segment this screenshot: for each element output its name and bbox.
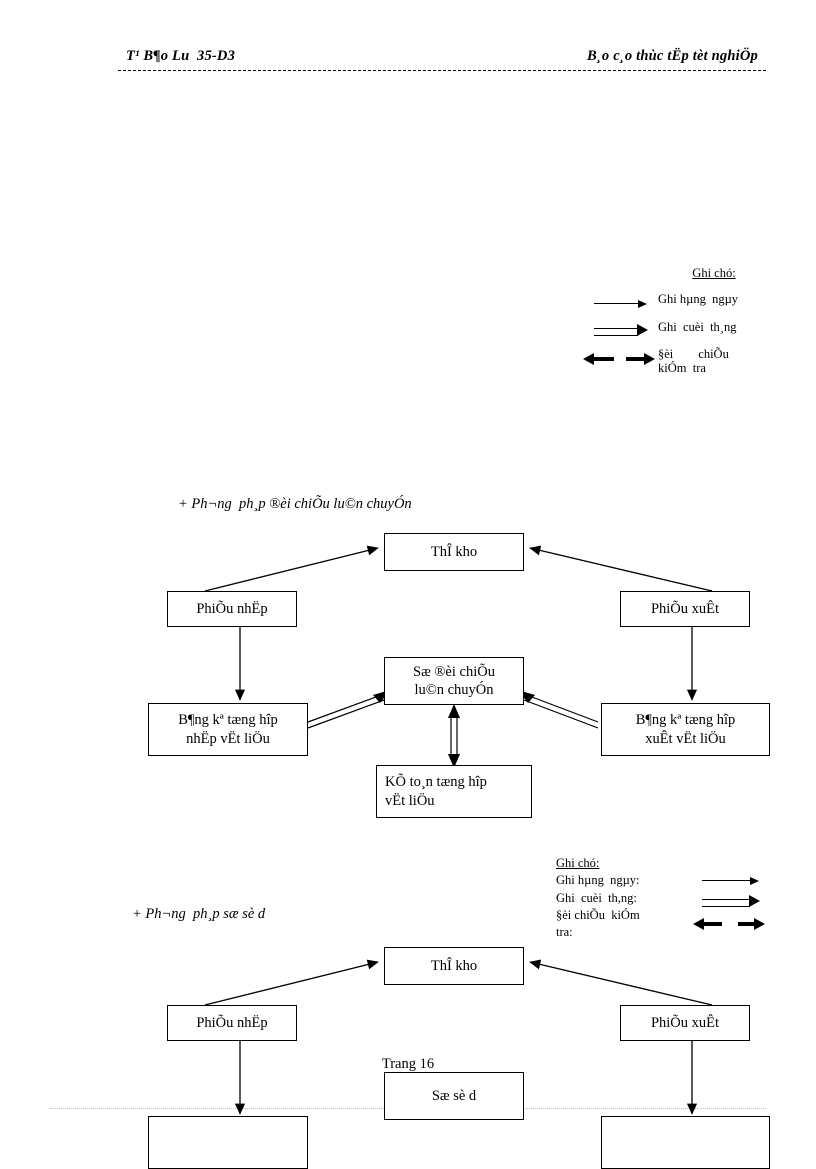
diagram2-box-balance-ledger: Sæ sè d: [384, 1072, 524, 1120]
diagram1-box-issue-note: PhiÕu xuÊt: [620, 591, 750, 627]
legend-bottom-arrows: [693, 873, 772, 935]
legend-top-label-daily: Ghi hµng ngµy: [658, 292, 739, 306]
header-left-text: T¹ B¶o Lu 35-D3: [126, 48, 236, 64]
legend-bottom-label-monthly: Ghi cuèi th,ng:: [556, 890, 637, 905]
legend-top-label-monthly: Ghi cuèi th¸ng: [658, 320, 737, 334]
diagram1-box-rotation-ledger: Sæ ®èi chiÕu lu©n chuyÓn: [384, 657, 524, 705]
diagram1-title: + Ph¬ng ph¸p ®èi chiÕu lu©n chuyÓn: [178, 496, 412, 512]
diagram1-box-issue-summary: B¶ng kª tæng hîp xuÊt vËt liÖu: [601, 703, 770, 756]
page-header: T¹ B¶o Lu 35-D3 B¸o c¸o thùc tËp tèt ngh…: [118, 48, 766, 74]
header-divider: [118, 70, 766, 71]
legend-bottom-label-crosscheck-2: tra:: [556, 925, 573, 939]
legend-top-item-monthly: Ghi cuèi th¸ng: [594, 320, 780, 351]
single-arrow-right-icon: [702, 873, 764, 889]
legend-top-item-daily: Ghi hµng ngµy: [594, 292, 780, 323]
diagram1-box-general-accounting: KÕ to¸n tæng hîp vËt liÖu: [376, 765, 532, 818]
bidirectional-bold-arrow-icon: [583, 353, 655, 367]
legend-top-item-crosscheck: §èi chiÕu kiÓm tra: [583, 347, 780, 379]
legend-bottom: Ghi chó: Ghi hµng ngµy: Ghi cuèi th,ng: …: [556, 855, 771, 941]
diagram2-box-receipt-note: PhiÕu nhËp: [167, 1005, 297, 1041]
single-arrow-right-icon: [594, 297, 652, 311]
header-right-text: B¸o c¸o thùc tËp tèt nghiÖp: [587, 48, 758, 64]
diagram2-box-issue-note: PhiÕu xuÊt: [620, 1005, 750, 1041]
legend-top: Ghi chó: Ghi hµng ngµy Ghi cuèi th¸ng §è…: [583, 266, 780, 379]
document-page: T¹ B¶o Lu 35-D3 B¸o c¸o thùc tËp tèt ngh…: [50, 48, 780, 1169]
legend-top-title: Ghi chó:: [692, 266, 736, 280]
page-number: Trang 16: [381, 1056, 435, 1072]
legend-bottom-body: Ghi hµng ngµy: Ghi cuèi th,ng: §èi chiÕu…: [556, 872, 771, 941]
legend-top-label-crosscheck: §èi chiÕu kiÓm tra: [658, 347, 729, 376]
legend-bottom-label-crosscheck-1: §èi chiÕu kiÓm: [556, 907, 640, 922]
bidirectional-bold-arrow-icon: [693, 917, 765, 933]
diagram1-box-receipt-note: PhiÕu nhËp: [167, 591, 297, 627]
diagram2-box-warehouse-card: ThÎ kho: [384, 947, 524, 985]
legend-bottom-title: Ghi chó:: [556, 856, 600, 870]
double-arrow-right-icon: [594, 323, 652, 339]
diagram2-box-issue-summary-partial: [601, 1116, 770, 1169]
diagram2-box-receipt-summary-partial: [148, 1116, 308, 1169]
double-arrow-right-icon: [702, 895, 764, 911]
diagram2-title: + Ph¬ng ph¸p sæ sè d: [132, 906, 266, 922]
diagram1-box-warehouse-card: ThÎ kho: [384, 533, 524, 571]
diagram1-box-receipt-summary: B¶ng kª tæng hîp nhËp vËt liÖu: [148, 703, 308, 756]
legend-bottom-label-daily: Ghi hµng ngµy:: [556, 873, 640, 888]
